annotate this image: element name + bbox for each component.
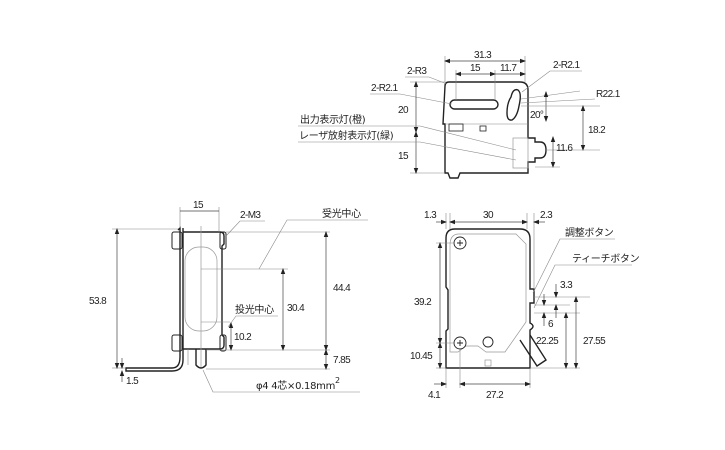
dim-total-44-4: 44.4 [333, 283, 351, 294]
label-receiver-center: 受光中心 [322, 207, 361, 220]
front-view: 1.3 30 2.3 39.2 10.45 4.1 27.2 調整ボタン ティー… [410, 210, 640, 401]
label-adjust-button: 調整ボタン [565, 226, 614, 239]
dim-height-22-25: 22.25 [536, 336, 559, 347]
dim-top-width-total: 31.3 [474, 50, 492, 61]
top-view-outline [442, 81, 547, 179]
label-emitter-center: 投光中心 [235, 303, 274, 316]
dim-bracket-thickness: 1.5 [126, 376, 139, 387]
dim-height-18-2: 18.2 [588, 125, 606, 136]
dim-button-6: 6 [548, 319, 554, 330]
dim-front-width: 30 [483, 210, 494, 221]
horizontal-slot [449, 99, 499, 110]
dim-screw: 2-M3 [240, 210, 261, 221]
front-view-outline [445, 228, 535, 369]
arc-slot [506, 88, 521, 121]
dim-height-upper: 20 [398, 105, 409, 116]
side-view: 15 2-M3 53.8 1.5 受光中心 投光中心 10.2 30.4 44.… [89, 200, 368, 393]
dim-front-right-margin: 2.3 [540, 210, 553, 221]
dim-height-lower: 15 [398, 151, 409, 162]
dim-slot-radius-right: 2-R2.1 [553, 60, 580, 71]
dim-button-3-3: 3.3 [560, 280, 573, 291]
label-laser-indicator: レーザ放射表示灯(緑) [299, 129, 394, 142]
dim-corner-radius: 2-R3 [407, 66, 427, 77]
label-teach-button: ティーチボタン [572, 253, 640, 265]
dim-emitter-height: 10.2 [234, 332, 252, 343]
dim-height-27-55: 27.55 [583, 336, 606, 347]
dim-front-bottom-left: 4.1 [428, 390, 441, 401]
dim-front-bottom-width: 27.2 [486, 390, 504, 401]
side-view-body [183, 231, 225, 350]
dim-angle: 20° [530, 110, 544, 121]
dim-total-height: 53.8 [89, 296, 107, 307]
dim-height-11-6: 11.6 [556, 143, 573, 154]
dim-front-height-39-2: 39.2 [414, 297, 432, 308]
dim-slot-radius-left: 2-R2.1 [371, 83, 398, 94]
dim-arc-radius: R22.1 [596, 89, 621, 100]
dim-slot-length: 15 [470, 63, 481, 74]
label-output-indicator: 出力表示灯(橙) [300, 113, 366, 126]
top-view: 31.3 15 11.7 2-R3 2-R2.1 2-R2.1 R22.1 20… [298, 50, 621, 179]
dim-front-height-10-45: 10.45 [410, 351, 433, 362]
dim-receiver-height: 30.4 [287, 303, 305, 314]
dim-offset-7-85: 7.85 [333, 355, 351, 366]
front-cable [519, 334, 547, 367]
label-cable: φ4 4芯×0.18mm2 [256, 376, 340, 392]
dim-front-left-margin: 1.3 [424, 210, 437, 221]
dim-side-width: 15 [193, 200, 204, 211]
dim-slot-offset: 11.7 [500, 63, 517, 74]
